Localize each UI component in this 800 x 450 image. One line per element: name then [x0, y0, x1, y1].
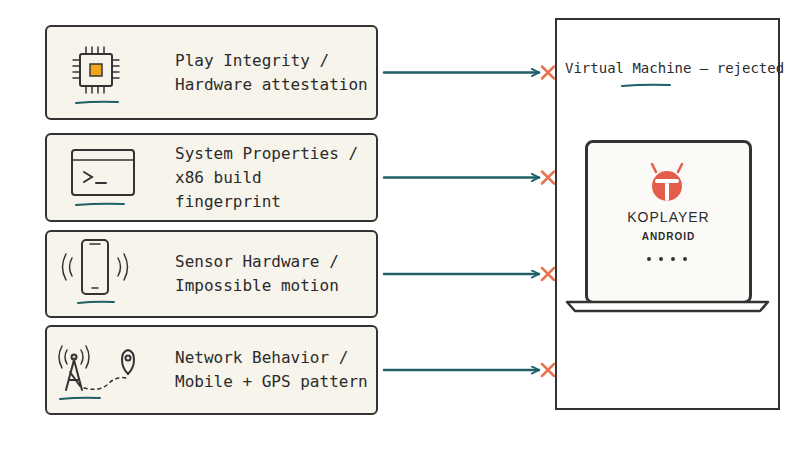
laptop-screen: KOPLAYER ANDROID: [585, 140, 752, 304]
node-label: Sensor Hardware / Impossible motion: [175, 250, 376, 298]
reject-mark: [542, 364, 554, 376]
arrow-connector: [384, 273, 539, 276]
arrow-connector: [384, 176, 539, 179]
node-label: System Properties / x86 build fingerprin…: [175, 142, 376, 214]
reject-mark: [542, 67, 554, 79]
check-box: Sensor Hardware / Impossible motion: [45, 230, 378, 318]
reject-mark: [542, 172, 554, 184]
vm-frame: Virtual Machine — rejectedKOPLAYERANDROI…: [555, 18, 780, 410]
arrow-connector: [384, 71, 539, 74]
node-label: Virtual Machine — rejected: [565, 60, 784, 76]
node-label: Network Behavior / Mobile + GPS pattern: [175, 346, 376, 394]
node-label: KOPLAYER: [588, 209, 749, 225]
node-label: Play Integrity / Hardware attestation: [175, 49, 376, 97]
node-sublabel: ANDROID: [588, 231, 749, 242]
arrow-connector: [384, 369, 539, 372]
check-box: Network Behavior / Mobile + GPS pattern: [45, 325, 378, 415]
check-box: System Properties / x86 build fingerprin…: [45, 133, 378, 222]
check-box: Play Integrity / Hardware attestation: [45, 25, 378, 120]
reject-mark: [542, 268, 554, 280]
